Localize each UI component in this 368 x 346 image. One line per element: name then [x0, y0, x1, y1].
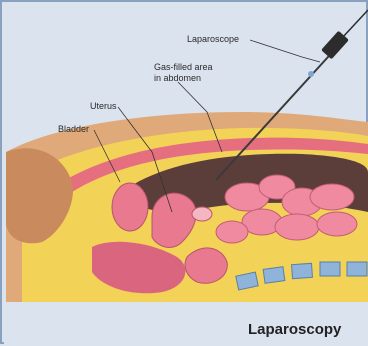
ovary — [192, 207, 212, 221]
rectum — [185, 248, 227, 283]
label-gas-area-line2: in abdomen — [154, 73, 201, 83]
label-gas-area-line1: Gas-filled area — [154, 62, 213, 72]
bladder — [112, 183, 148, 231]
diagram-title: Laparoscopy — [248, 321, 342, 338]
label-uterus: Uterus — [90, 101, 117, 111]
label-laparoscope: Laparoscope — [187, 34, 239, 44]
label-bladder: Bladder — [58, 124, 89, 134]
intestines — [216, 175, 357, 243]
